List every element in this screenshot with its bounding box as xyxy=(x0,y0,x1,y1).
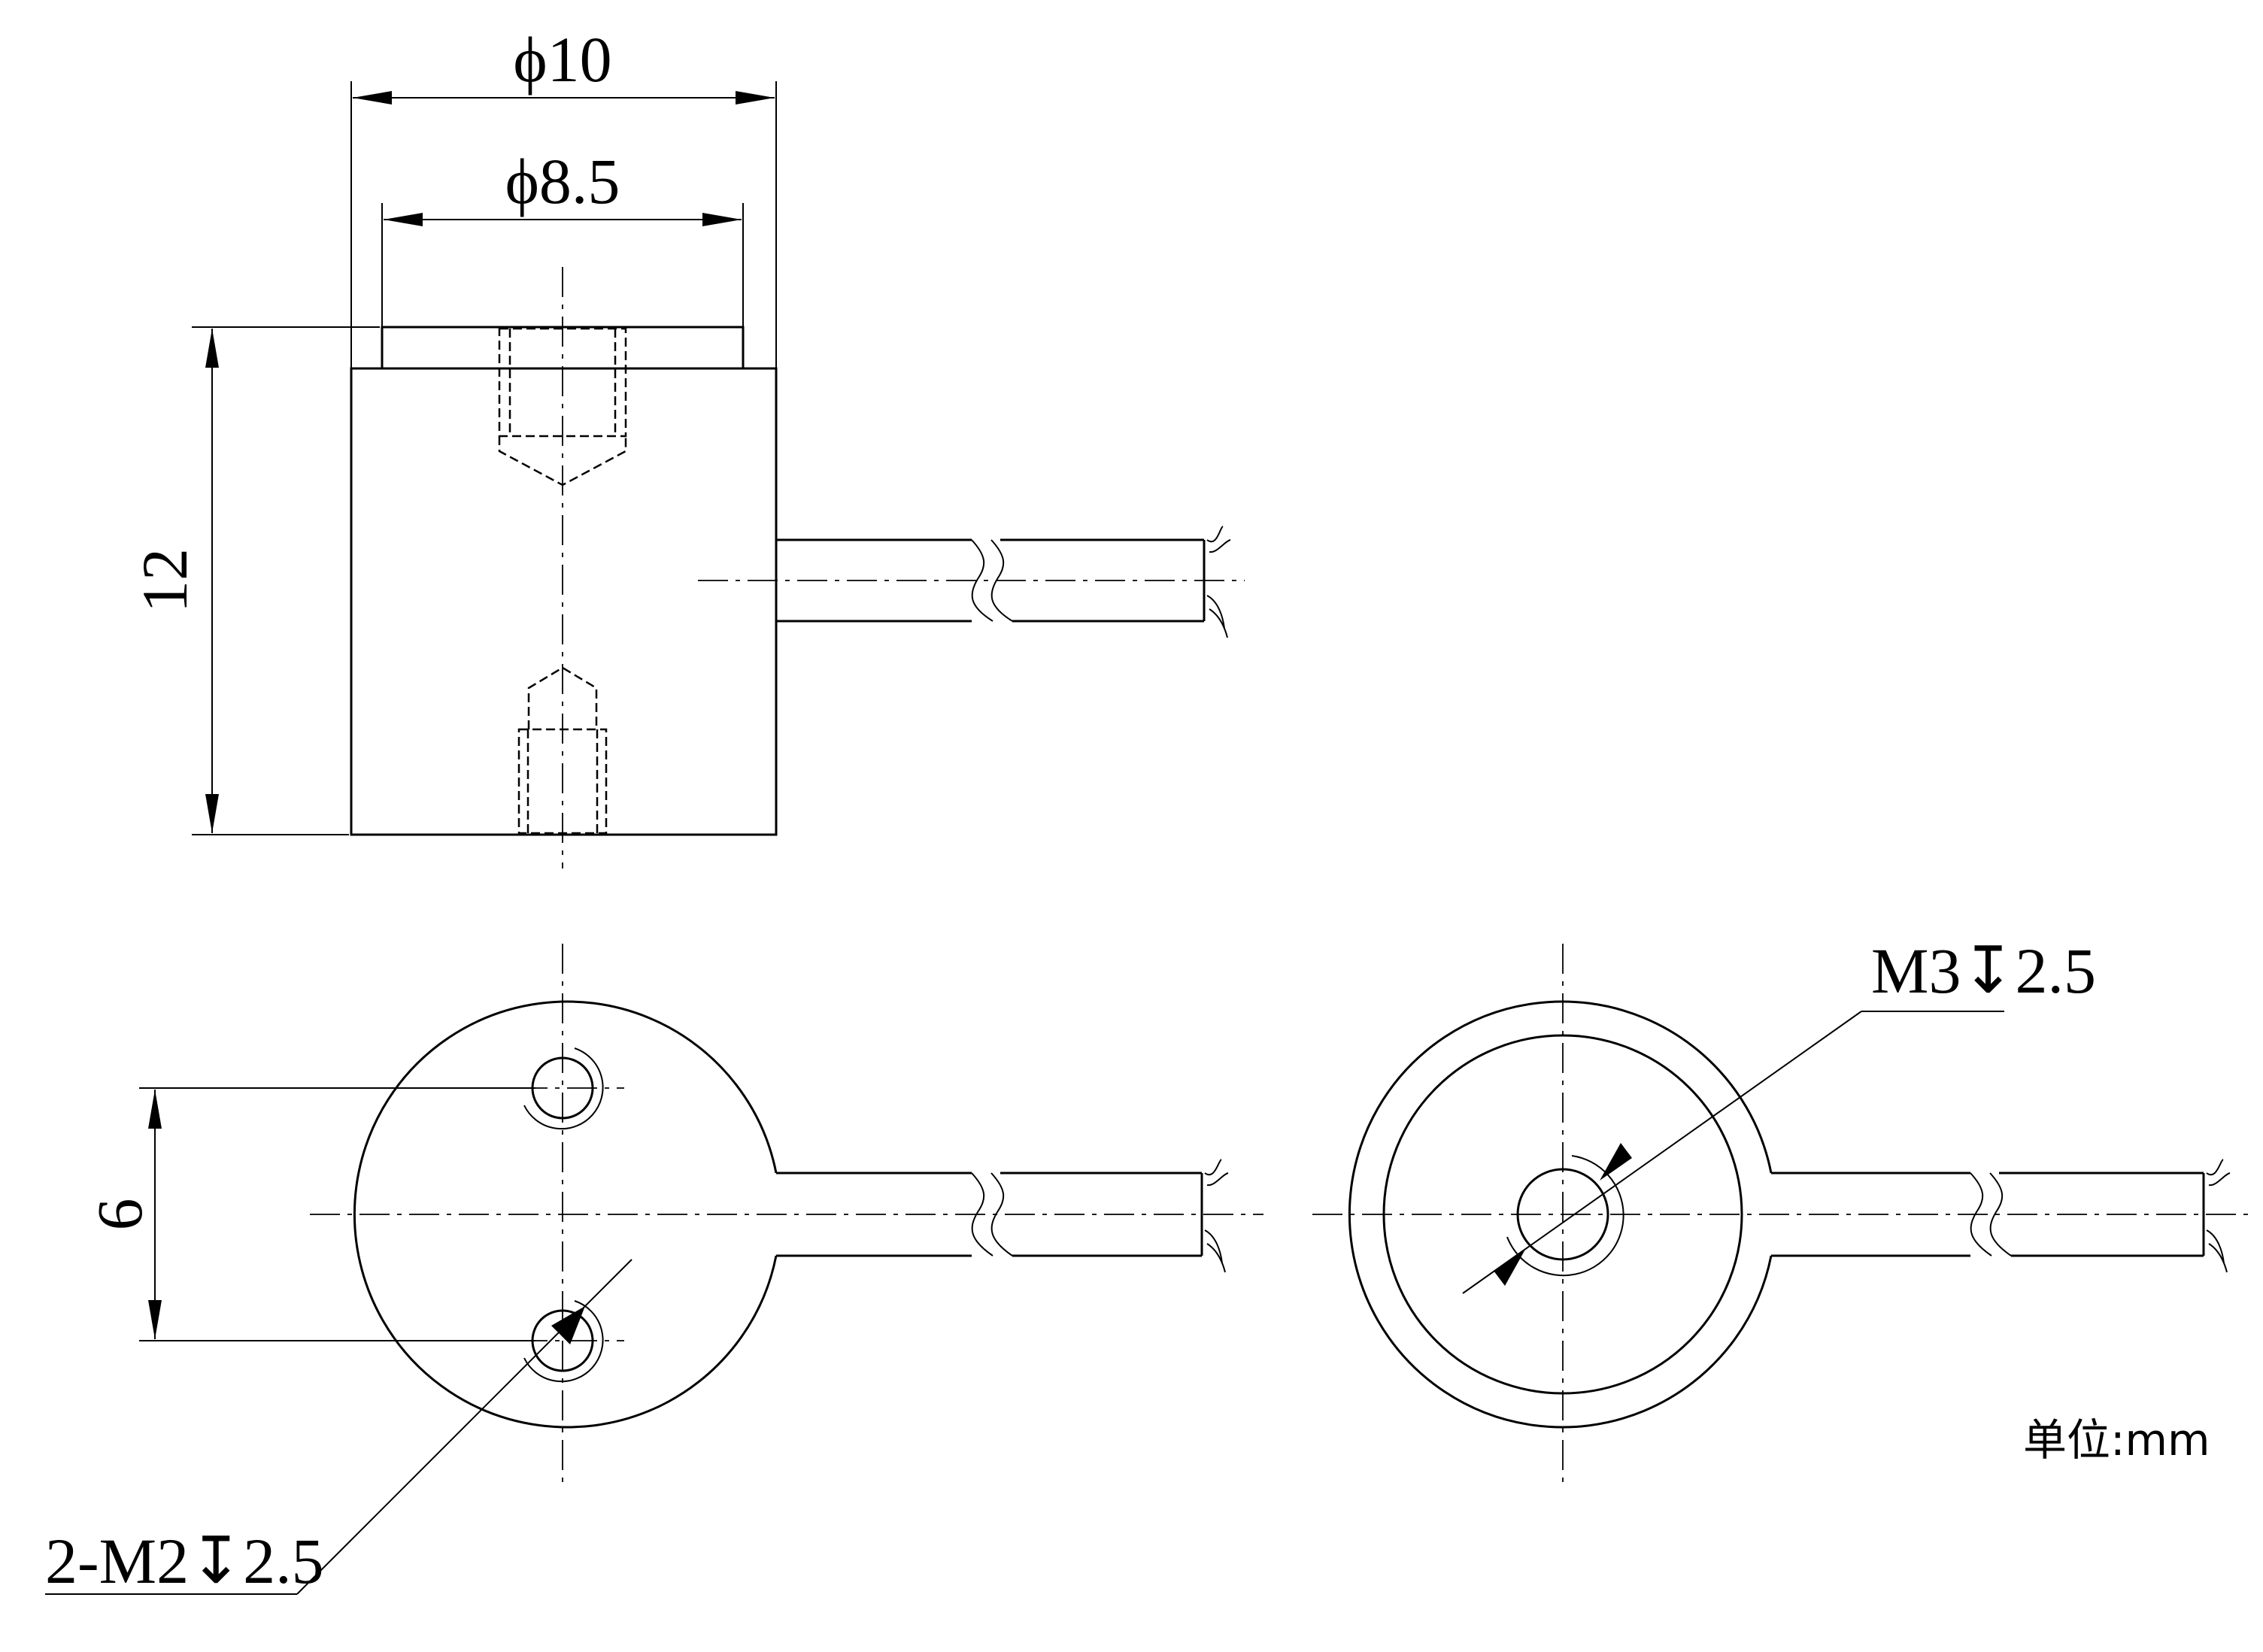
front-view xyxy=(350,267,1245,868)
center-thread-label: M3↧2.5 xyxy=(1871,935,2096,1007)
cable-front xyxy=(776,526,1231,638)
sensor-body-outline xyxy=(350,367,778,836)
top-thread-hidden xyxy=(498,327,627,487)
bottom-view xyxy=(310,944,1263,1485)
height-dimension: 12 xyxy=(129,326,380,835)
mount-holes-label: 2-M2↧2.5 xyxy=(45,1525,324,1597)
outer-diameter-dimension: ϕ10 xyxy=(350,23,777,368)
top-diameter-dimension: ϕ8.5 xyxy=(381,145,744,327)
center-thread-leader: M3↧2.5 xyxy=(1462,935,2096,1294)
outer-diameter-label: ϕ10 xyxy=(513,23,611,95)
cable-top-view xyxy=(1771,1159,2231,1273)
top-view xyxy=(1312,944,2249,1485)
bottom-view-body-outline xyxy=(353,1000,778,1429)
unit-note: 单位:mm xyxy=(2023,1414,2210,1466)
mount-holes-leader: 2-M2↧2.5 xyxy=(45,1259,632,1597)
height-label: 12 xyxy=(129,548,201,613)
top-view-outer-outline xyxy=(1348,1000,1773,1429)
bottom-thread-hidden xyxy=(517,666,608,835)
cable-bottom-view xyxy=(776,1159,1229,1273)
hole-spacing-label: 6 xyxy=(83,1199,156,1231)
hole-spacing-dimension: 6 xyxy=(83,1087,535,1341)
top-diameter-label: ϕ8.5 xyxy=(505,145,620,217)
